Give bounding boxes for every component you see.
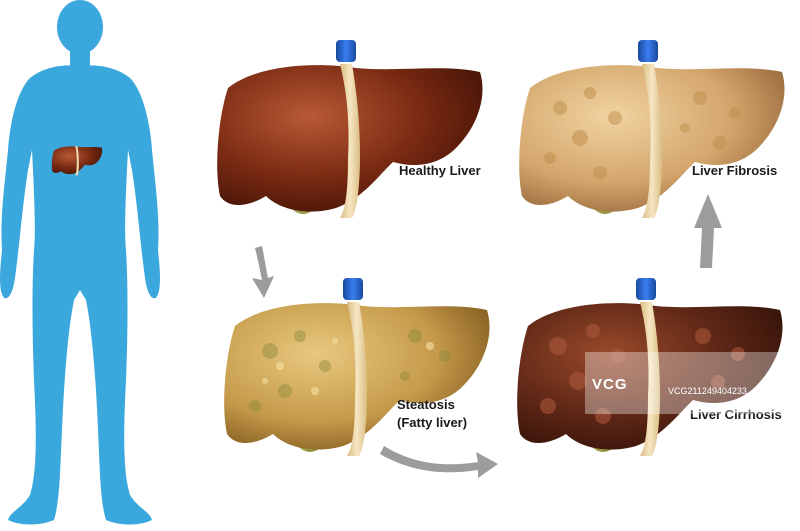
arrow-cirrhosis-to-fibrosis: [694, 194, 722, 268]
arrow-steatosis-to-cirrhosis: [380, 446, 498, 478]
liver-fibrosis: [519, 40, 785, 218]
watermark-id: VCG211249404233: [668, 386, 747, 396]
human-silhouette: [0, 0, 160, 525]
liver-steatosis: [224, 278, 490, 456]
watermark-overlay: [585, 352, 800, 414]
liver-healthy: [217, 40, 483, 218]
label-healthy-liver: Healthy Liver: [399, 163, 481, 178]
label-steatosis: Steatosis: [397, 397, 455, 412]
label-liver-fibrosis: Liver Fibrosis: [692, 163, 778, 178]
liver-cirrhosis: [517, 278, 783, 456]
label-liver-cirrhosis: Liver Cirrhosis: [690, 407, 782, 422]
arrow-healthy-to-steatosis: [252, 246, 274, 298]
watermark-logo: VCG: [592, 376, 628, 393]
label-fatty-liver: (Fatty liver): [397, 415, 468, 430]
